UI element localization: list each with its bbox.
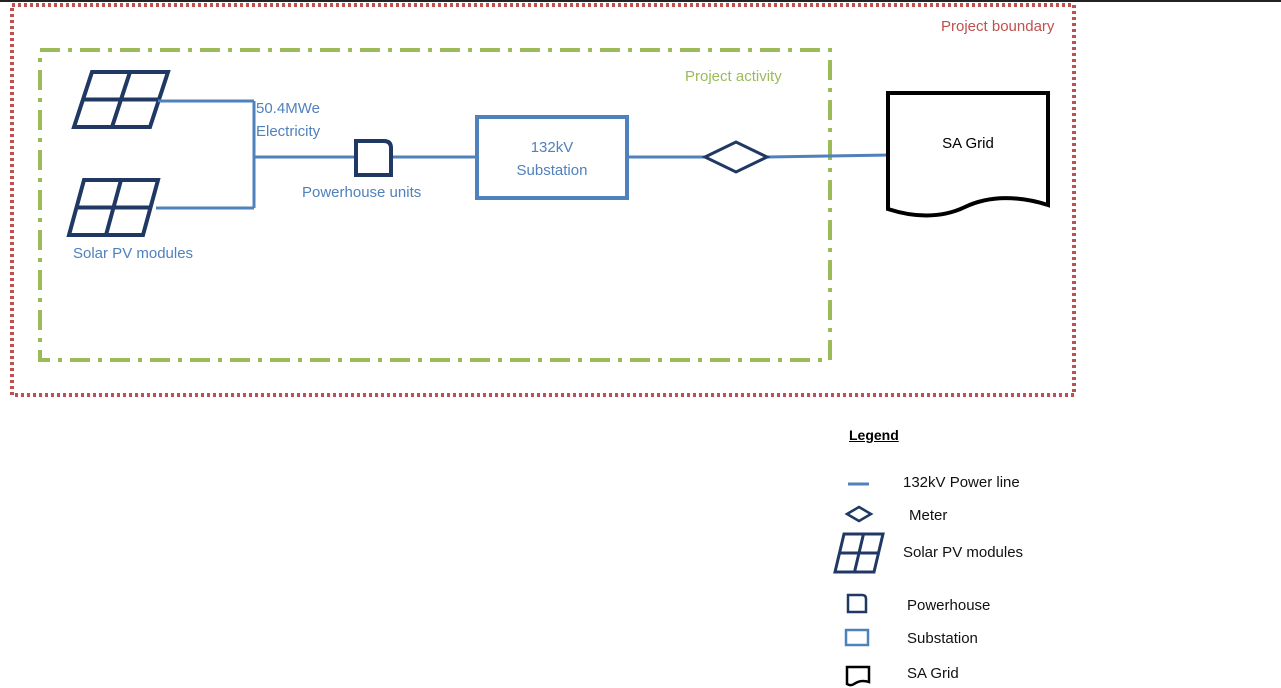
legend-item-solar-pv: Solar PV modules xyxy=(903,544,1024,561)
legend-item-powerhouse: Powerhouse xyxy=(907,597,991,614)
legend-title: Legend xyxy=(849,427,899,443)
substation-box xyxy=(475,115,629,200)
sa-grid-icon xyxy=(845,665,871,687)
legend-item-power-line: 132kV Power line xyxy=(903,474,1020,491)
power-lines xyxy=(156,99,891,210)
solar-pv-modules-label: Solar PV modules xyxy=(73,245,194,262)
legend-item-sa-grid: SA Grid xyxy=(907,665,959,682)
substation-label-line2: Substation xyxy=(516,162,588,179)
meter-icon xyxy=(844,505,874,523)
top-rule xyxy=(0,0,1281,2)
sa-grid-shape xyxy=(886,91,1050,218)
electricity-output-line2: Electricity xyxy=(256,123,321,140)
substation-icon xyxy=(844,628,870,647)
solar-pv-module-bottom xyxy=(66,178,161,237)
project-activity-label: Project activity xyxy=(685,68,782,85)
powerhouse-units-label: Powerhouse units xyxy=(302,184,422,201)
meter-icon xyxy=(701,140,771,174)
legend-item-substation: Substation xyxy=(907,630,978,647)
substation-label-line1: 132kV xyxy=(530,139,574,156)
powerhouse-icon xyxy=(354,139,393,177)
project-boundary-box xyxy=(10,3,1076,397)
sa-grid-label: SA Grid xyxy=(942,135,994,152)
powerhouse-icon xyxy=(846,593,868,614)
project-boundary-label: Project boundary xyxy=(941,18,1055,35)
solar-pv-icon xyxy=(833,532,885,574)
solar-pv-module-top xyxy=(71,70,171,129)
electricity-output-line1: 50.4MWe xyxy=(256,100,320,117)
legend-item-meter: Meter xyxy=(909,507,948,524)
project-activity-box xyxy=(38,48,832,362)
